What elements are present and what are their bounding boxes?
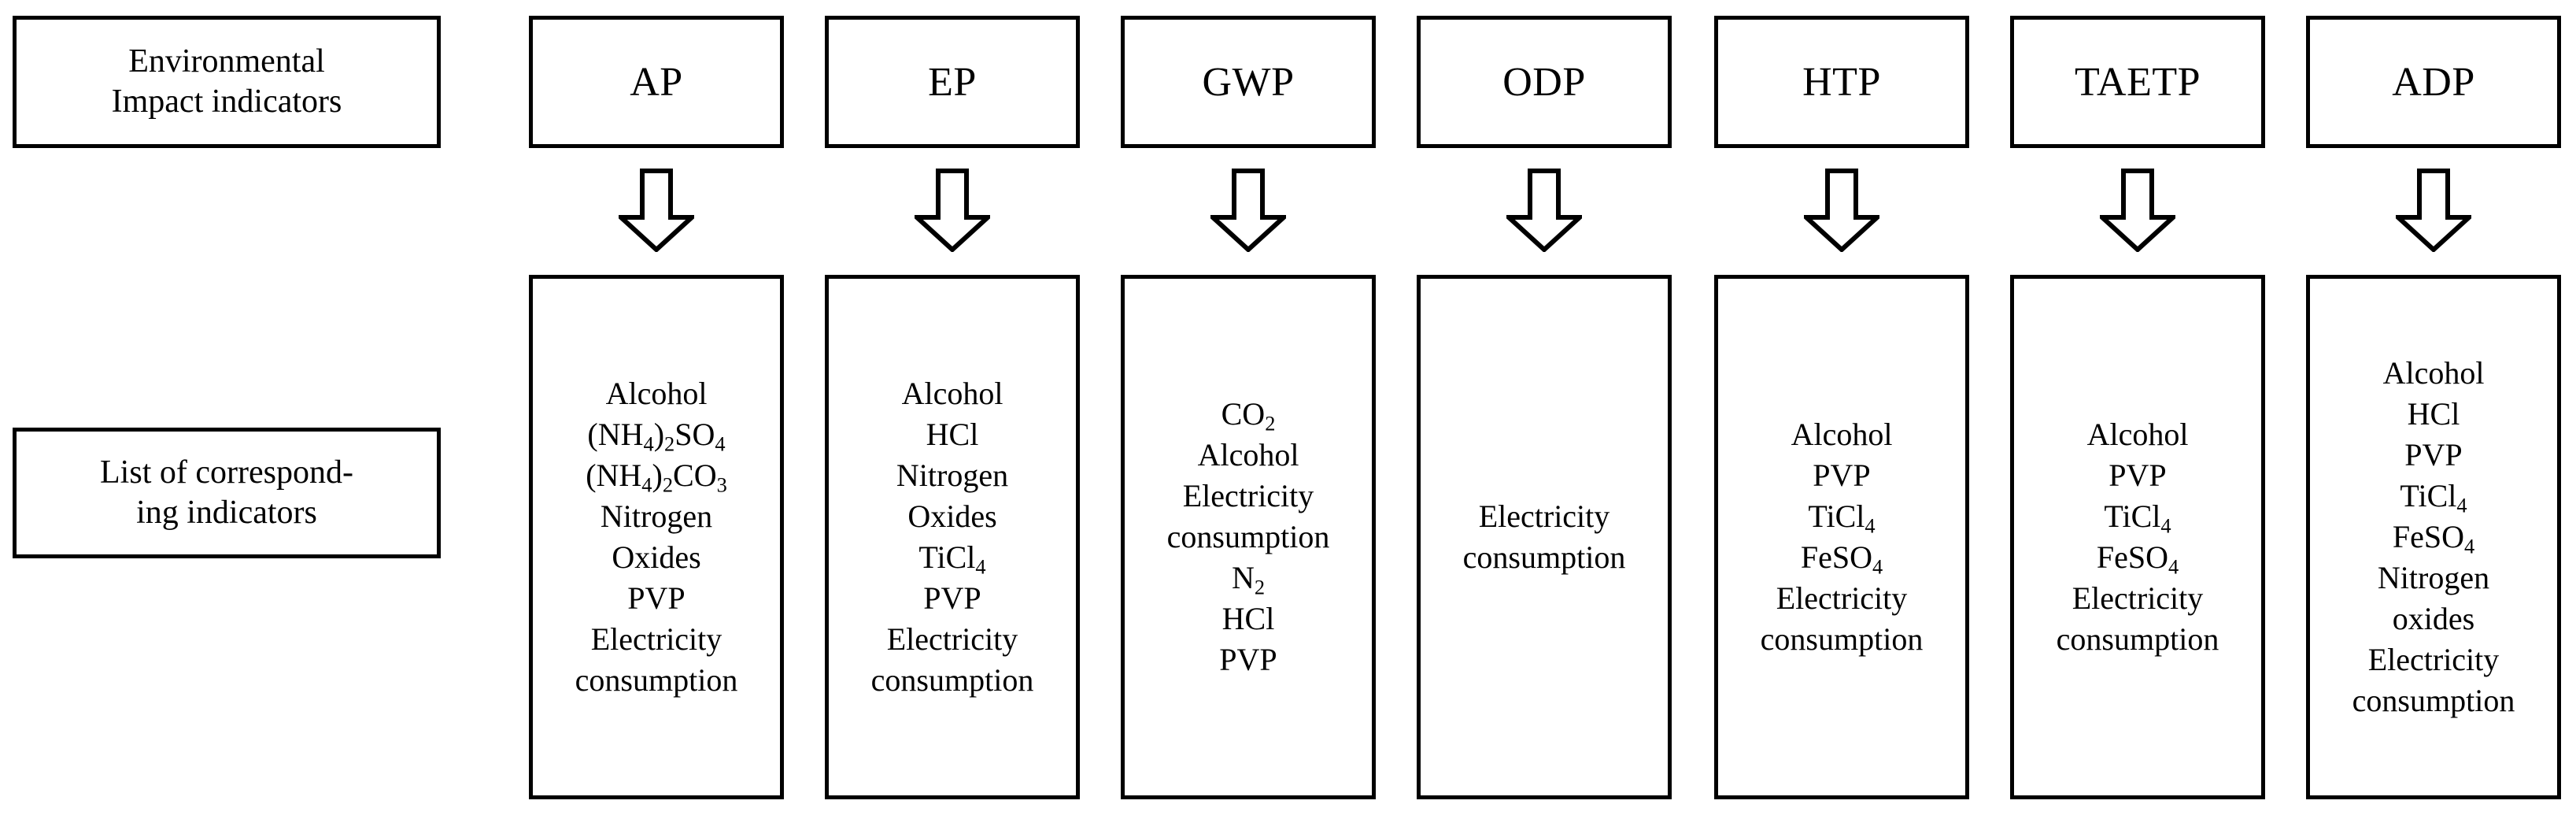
indicator-item: Alcohol (2086, 417, 2189, 452)
indicator-item: FeSO4 (1800, 539, 1883, 579)
indicator-header-ep[interactable]: EP (825, 16, 1080, 148)
indicator-header-gwp[interactable]: GWP (1121, 16, 1376, 148)
indicator-item: consumption (575, 662, 738, 698)
down-block-arrow-icon (1417, 169, 1672, 260)
row-label-line: Environmental (128, 43, 325, 80)
indicator-item: Electricity (886, 621, 1018, 657)
indicator-item: Alcohol (901, 376, 1003, 411)
indicator-item: Electricity (2367, 642, 2500, 677)
indicator-item: Electricity (590, 621, 723, 657)
indicator-header-label: GWP (1202, 59, 1295, 105)
indicator-header-adp[interactable]: ADP (2306, 16, 2561, 148)
indicator-item: Electricity (1478, 498, 1610, 534)
indicator-header-taetp[interactable]: TAETP (2010, 16, 2265, 148)
indicator-item: consumption (1166, 519, 1330, 554)
indicator-item: Alcohol (1197, 437, 1299, 472)
down-block-arrow-icon (1121, 169, 1376, 260)
indicator-item: HCl (1221, 601, 1275, 636)
indicator-header-label: ODP (1502, 59, 1586, 105)
row-label-list-of-corresponding-indicators: List of correspond- ing indicators (13, 428, 441, 558)
indicator-item: Alcohol (1791, 417, 1893, 452)
indicator-item: PVP (627, 580, 686, 616)
indicator-item: HCl (926, 417, 979, 452)
indicator-header-label: TAETP (2074, 59, 2201, 105)
indicator-item: PVP (2108, 458, 2167, 493)
indicator-list-odp: Electricity consumption (1417, 275, 1672, 799)
indicator-item: (NH4)2CO3 (586, 458, 727, 497)
indicator-item: Electricity (2072, 580, 2204, 616)
row-label-line: ing indicators (136, 495, 317, 531)
indicator-header-label: AP (630, 59, 683, 105)
row-label-line: Impact indicators (111, 83, 342, 120)
indicator-item: Alcohol (605, 376, 708, 411)
indicator-item: TiCl4 (2400, 478, 2467, 517)
indicator-header-label: ADP (2392, 59, 2475, 105)
indicator-item: PVP (2404, 437, 2463, 472)
indicator-item: FeSO4 (2096, 539, 2179, 579)
indicator-item: Nitrogen (896, 458, 1009, 493)
indicator-item: Electricity (1776, 580, 1908, 616)
indicator-header-htp[interactable]: HTP (1714, 16, 1969, 148)
indicator-header-label: EP (928, 59, 977, 105)
indicator-item: HCl (2407, 396, 2460, 432)
indicator-item: consumption (870, 662, 1034, 698)
indicator-item: consumption (2056, 621, 2219, 657)
indicator-item: CO2 (1221, 396, 1276, 435)
down-block-arrow-icon (1714, 169, 1969, 260)
indicator-item: (NH4)2SO4 (587, 417, 726, 456)
indicator-item: consumption (2352, 683, 2515, 718)
indicator-item: Nitrogen (2377, 560, 2490, 595)
row-label-line: List of correspond- (100, 454, 353, 491)
indicator-item: PVP (923, 580, 981, 616)
indicator-item: oxides (2392, 601, 2475, 636)
indicator-header-odp[interactable]: ODP (1417, 16, 1672, 148)
indicator-item: FeSO4 (2392, 519, 2475, 558)
indicator-item: N2 (1231, 560, 1266, 599)
indicator-item: TiCl4 (918, 539, 986, 579)
indicator-item: consumption (1760, 621, 1924, 657)
indicator-item: Oxides (907, 498, 997, 534)
indicator-item: TiCl4 (2104, 498, 2171, 538)
down-block-arrow-icon (825, 169, 1080, 260)
indicator-item: consumption (1462, 539, 1626, 575)
indicator-item: Nitrogen (600, 498, 713, 534)
down-block-arrow-icon (2010, 169, 2265, 260)
indicator-column-odp: ODP Electricity consumption (1417, 0, 1672, 819)
row-label-environmental-impact-indicators: Environmental Impact indicators (13, 16, 441, 148)
indicator-item: PVP (1813, 458, 1871, 493)
down-block-arrow-icon (2306, 169, 2561, 260)
indicator-header-label: HTP (1802, 59, 1881, 105)
indicator-item: Alcohol (2382, 355, 2485, 391)
indicator-item: PVP (1219, 642, 1277, 677)
indicator-item: Electricity (1182, 478, 1314, 513)
indicator-header-ap[interactable]: AP (529, 16, 784, 148)
indicator-item: Oxides (612, 539, 701, 575)
down-block-arrow-icon (529, 169, 784, 260)
indicator-item: TiCl4 (1808, 498, 1876, 538)
